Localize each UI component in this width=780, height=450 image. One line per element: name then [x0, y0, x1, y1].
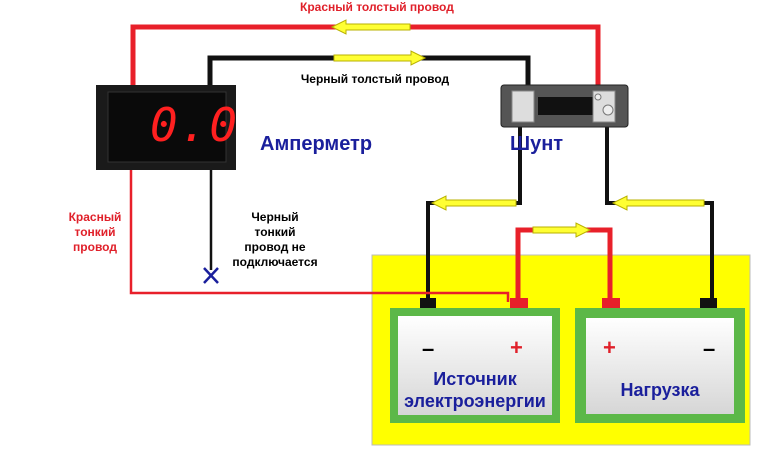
shunt-label: Шунт: [510, 133, 564, 155]
arrow-right-icon: [333, 50, 427, 66]
red-thin-wire: [129, 168, 510, 302]
arrow-left-icon: [430, 195, 517, 211]
label-line: электроэнергии: [404, 391, 546, 411]
not-connected-x-icon: [203, 267, 219, 284]
arrow-left-icon: [611, 195, 705, 211]
label-line: провод: [73, 240, 117, 254]
plus-sign: +: [510, 335, 523, 360]
black-thick-wire-label: Черный толстый провод: [300, 72, 450, 86]
ammeter-label: Амперметр: [260, 133, 373, 155]
label-line: тонкий: [74, 225, 116, 239]
label-line: Красный: [68, 210, 122, 224]
load-negative-terminal: [700, 298, 717, 308]
source-positive-terminal: [510, 298, 528, 308]
screw-icon: [594, 93, 602, 101]
label-line: тонкий: [254, 225, 296, 239]
source-negative-terminal: [420, 298, 436, 308]
black-thin-wire-label: Черный тонкий провод не подключается: [225, 210, 325, 270]
red-thin-wire-label: Красный тонкий провод: [55, 210, 135, 255]
load-label: Нагрузка: [620, 380, 700, 400]
minus-sign: –: [703, 336, 716, 361]
plus-sign: +: [603, 335, 616, 360]
arrow-left-icon: [330, 19, 411, 35]
red-thick-wire-label: Красный толстый провод: [300, 0, 454, 14]
screw-icon: [602, 104, 614, 116]
source-label: Источник электроэнергии: [398, 368, 552, 412]
minus-sign: –: [422, 336, 435, 361]
ammeter-display: 0.0: [150, 98, 240, 152]
arrow-right-icon: [532, 222, 592, 238]
label-line: Черный: [251, 210, 299, 224]
load-positive-terminal: [602, 298, 620, 308]
label-line: Источник: [433, 369, 517, 389]
label-line: подключается: [232, 255, 318, 269]
label-line: провод не: [244, 240, 306, 254]
